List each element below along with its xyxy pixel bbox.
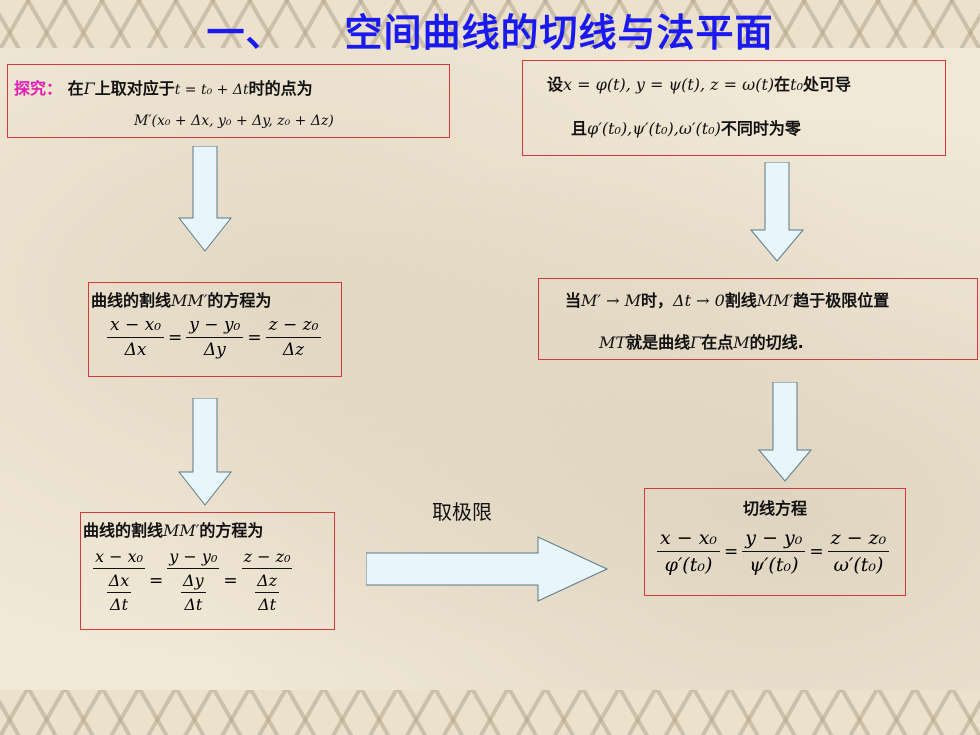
limit-position-box: 当M′ → M时，Δt → 0割线MM′趋于极限位置 MT就是曲线Γ在点M的切线… [538, 278, 978, 360]
down-arrow-icon [178, 398, 232, 506]
assumption-box: 设x = φ(t), y = ψ(t), z = ω(t)在t₀处可导 且φ′(… [522, 60, 946, 156]
param-equations: x = φ(t), y = ψ(t), z = ω(t) [563, 75, 775, 94]
secant-label: 曲线的割线MM′的方程为 [91, 291, 272, 310]
t-expression: t = t₀ + Δt [174, 82, 249, 98]
down-arrow-icon [750, 162, 804, 262]
title-number: 一、 [206, 11, 285, 55]
limit-label: 取极限 [432, 500, 492, 524]
assumption-line2: 且φ′(t₀),ψ′(t₀),ω′(t₀)不同时为零 [571, 119, 801, 138]
title-text: 空间曲线的切线与法平面 [344, 11, 774, 55]
explore-label: 探究： [14, 79, 63, 98]
tangent-title: 切线方程 [742, 499, 807, 518]
limit-line2: MT就是曲线Γ在点M的切线. [599, 333, 804, 352]
secant-dt-label: 曲线的割线MM′的方程为 [83, 521, 264, 540]
point-m-prime: M′(x₀ + Δx, y₀ + Δy, z₀ + Δz) [134, 113, 334, 129]
down-arrow-icon [178, 146, 232, 252]
top-border-pattern [0, 0, 980, 48]
limit-line1: 当M′ → M时，Δt → 0割线MM′趋于极限位置 [565, 291, 890, 310]
right-arrow-icon [366, 536, 608, 602]
assumption-line1: 设x = φ(t), y = ψ(t), z = ω(t)在t₀处可导 [547, 75, 851, 94]
explore-box: 探究： 在Γ上取对应于t = t₀ + Δt时的点为 M′(x₀ + Δx, y… [7, 64, 450, 138]
derivatives: φ′(t₀),ψ′(t₀),ω′(t₀) [587, 119, 721, 138]
down-arrow-icon [758, 382, 812, 482]
slide-title: 一、 空间曲线的切线与法平面 [0, 2, 980, 57]
explore-line1: 探究： 在Γ上取对应于t = t₀ + Δt时的点为 [14, 79, 313, 98]
bottom-border-pattern [0, 690, 980, 735]
